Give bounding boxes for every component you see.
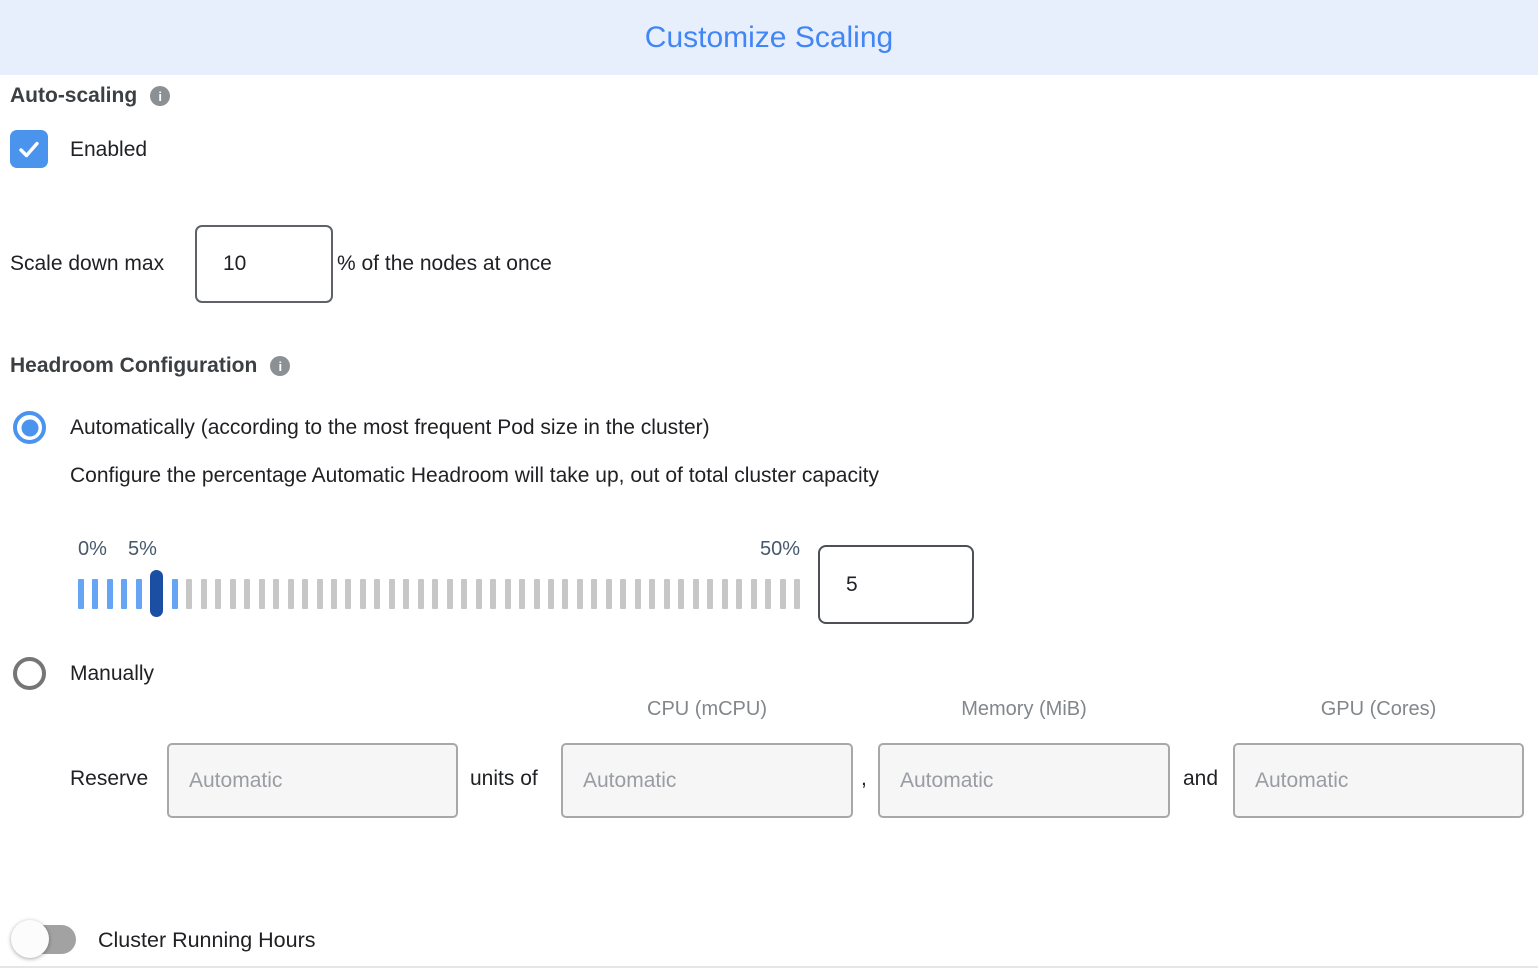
slider-handle[interactable]	[150, 570, 164, 617]
slider-tick	[330, 578, 337, 609]
slider-tick	[750, 578, 757, 609]
headroom-automatic-radio[interactable]	[13, 411, 46, 444]
comma-separator: ,	[861, 767, 867, 790]
and-label: and	[1183, 767, 1219, 790]
page-title: Customize Scaling	[644, 20, 894, 54]
auto-scaling-heading: Auto-scaling i	[10, 84, 171, 108]
slider-tick	[707, 578, 714, 609]
headroom-heading: Headroom Configuration i	[10, 354, 291, 378]
reserve-label: Reserve	[70, 767, 149, 790]
slider-tick-active	[78, 578, 84, 609]
memory-column-header: Memory (MiB)	[961, 698, 1087, 720]
reserve-memory-input[interactable]	[878, 743, 1170, 818]
slider-tick	[229, 578, 236, 609]
headroom-automatic-label: Automatically (according to the most fre…	[70, 416, 710, 439]
reserve-count-input[interactable]	[167, 743, 458, 818]
slider-tick	[446, 578, 453, 609]
panel-header: Customize Scaling	[0, 0, 1538, 75]
slider-tick	[678, 578, 685, 609]
slider-tick-active	[106, 578, 113, 609]
headroom-manually-radio[interactable]	[13, 657, 46, 690]
slider-tick-active	[135, 578, 142, 609]
slider-tick	[403, 578, 410, 609]
scale-down-max-input[interactable]	[195, 225, 333, 303]
slider-tick	[533, 578, 540, 609]
slider-tick	[273, 578, 280, 609]
units-of-label: units of	[470, 767, 538, 790]
slider-tick	[692, 578, 699, 609]
slider-tick	[765, 578, 772, 609]
auto-scaling-enabled-checkbox[interactable]	[10, 130, 48, 168]
slider-tick	[504, 578, 511, 609]
slider-tick	[620, 578, 627, 609]
slider-tick	[200, 578, 207, 609]
toggle-knob	[11, 920, 49, 958]
slider-tick	[374, 578, 381, 609]
headroom-manually-label: Manually	[70, 662, 155, 685]
slider-tick	[215, 578, 222, 609]
slider-tick-active	[92, 578, 99, 609]
slider-tick	[475, 578, 482, 609]
enabled-label: Enabled	[70, 138, 148, 161]
bottom-divider	[0, 966, 1538, 968]
slider-tick	[721, 578, 728, 609]
slider-tick	[388, 578, 395, 609]
slider-tick	[302, 578, 309, 609]
headroom-percentage-slider[interactable]	[78, 570, 800, 617]
slider-tick	[461, 578, 468, 609]
slider-tick	[793, 578, 800, 609]
info-icon[interactable]: i	[270, 356, 291, 376]
slider-tick	[345, 578, 352, 609]
cpu-column-header: CPU (mCPU)	[647, 698, 767, 720]
reserve-cpu-input[interactable]	[561, 743, 853, 818]
gpu-column-header: GPU (Cores)	[1320, 698, 1437, 720]
slider-tick	[186, 578, 193, 609]
slider-tick	[634, 578, 641, 609]
slider-tick	[244, 578, 251, 609]
slider-tick	[605, 578, 612, 609]
scale-down-prefix-label: Scale down max	[10, 252, 165, 275]
headroom-automatic-description: Configure the percentage Automatic Headr…	[70, 464, 879, 487]
slider-tick	[736, 578, 743, 609]
headroom-heading-label: Headroom Configuration	[10, 354, 258, 377]
cluster-running-hours-label: Cluster Running Hours	[98, 928, 316, 952]
slider-tick-active	[171, 578, 178, 609]
slider-tick	[663, 578, 670, 609]
slider-current-label: 5%	[128, 538, 157, 560]
scale-down-suffix-label: % of the nodes at once	[337, 252, 552, 275]
slider-tick	[258, 578, 265, 609]
slider-tick	[287, 578, 294, 609]
slider-min-label: 0%	[78, 538, 107, 560]
slider-tick	[359, 578, 366, 609]
slider-tick	[316, 578, 323, 609]
slider-tick	[649, 578, 656, 609]
slider-tick	[519, 578, 526, 609]
slider-tick	[548, 578, 554, 609]
slider-tick	[432, 578, 439, 609]
slider-tick	[779, 578, 786, 609]
slider-max-label: 50%	[759, 538, 800, 560]
auto-scaling-heading-label: Auto-scaling	[10, 84, 138, 107]
cluster-running-hours-toggle[interactable]	[11, 920, 76, 958]
slider-tick-active	[121, 578, 128, 609]
slider-tick	[576, 578, 583, 609]
slider-tick	[417, 578, 424, 609]
headroom-percentage-input[interactable]	[818, 545, 974, 624]
slider-tick	[562, 578, 569, 609]
slider-tick	[490, 578, 497, 609]
reserve-gpu-input[interactable]	[1233, 743, 1524, 818]
info-icon[interactable]: i	[150, 86, 171, 106]
check-icon	[19, 141, 39, 158]
slider-tick	[591, 578, 598, 609]
